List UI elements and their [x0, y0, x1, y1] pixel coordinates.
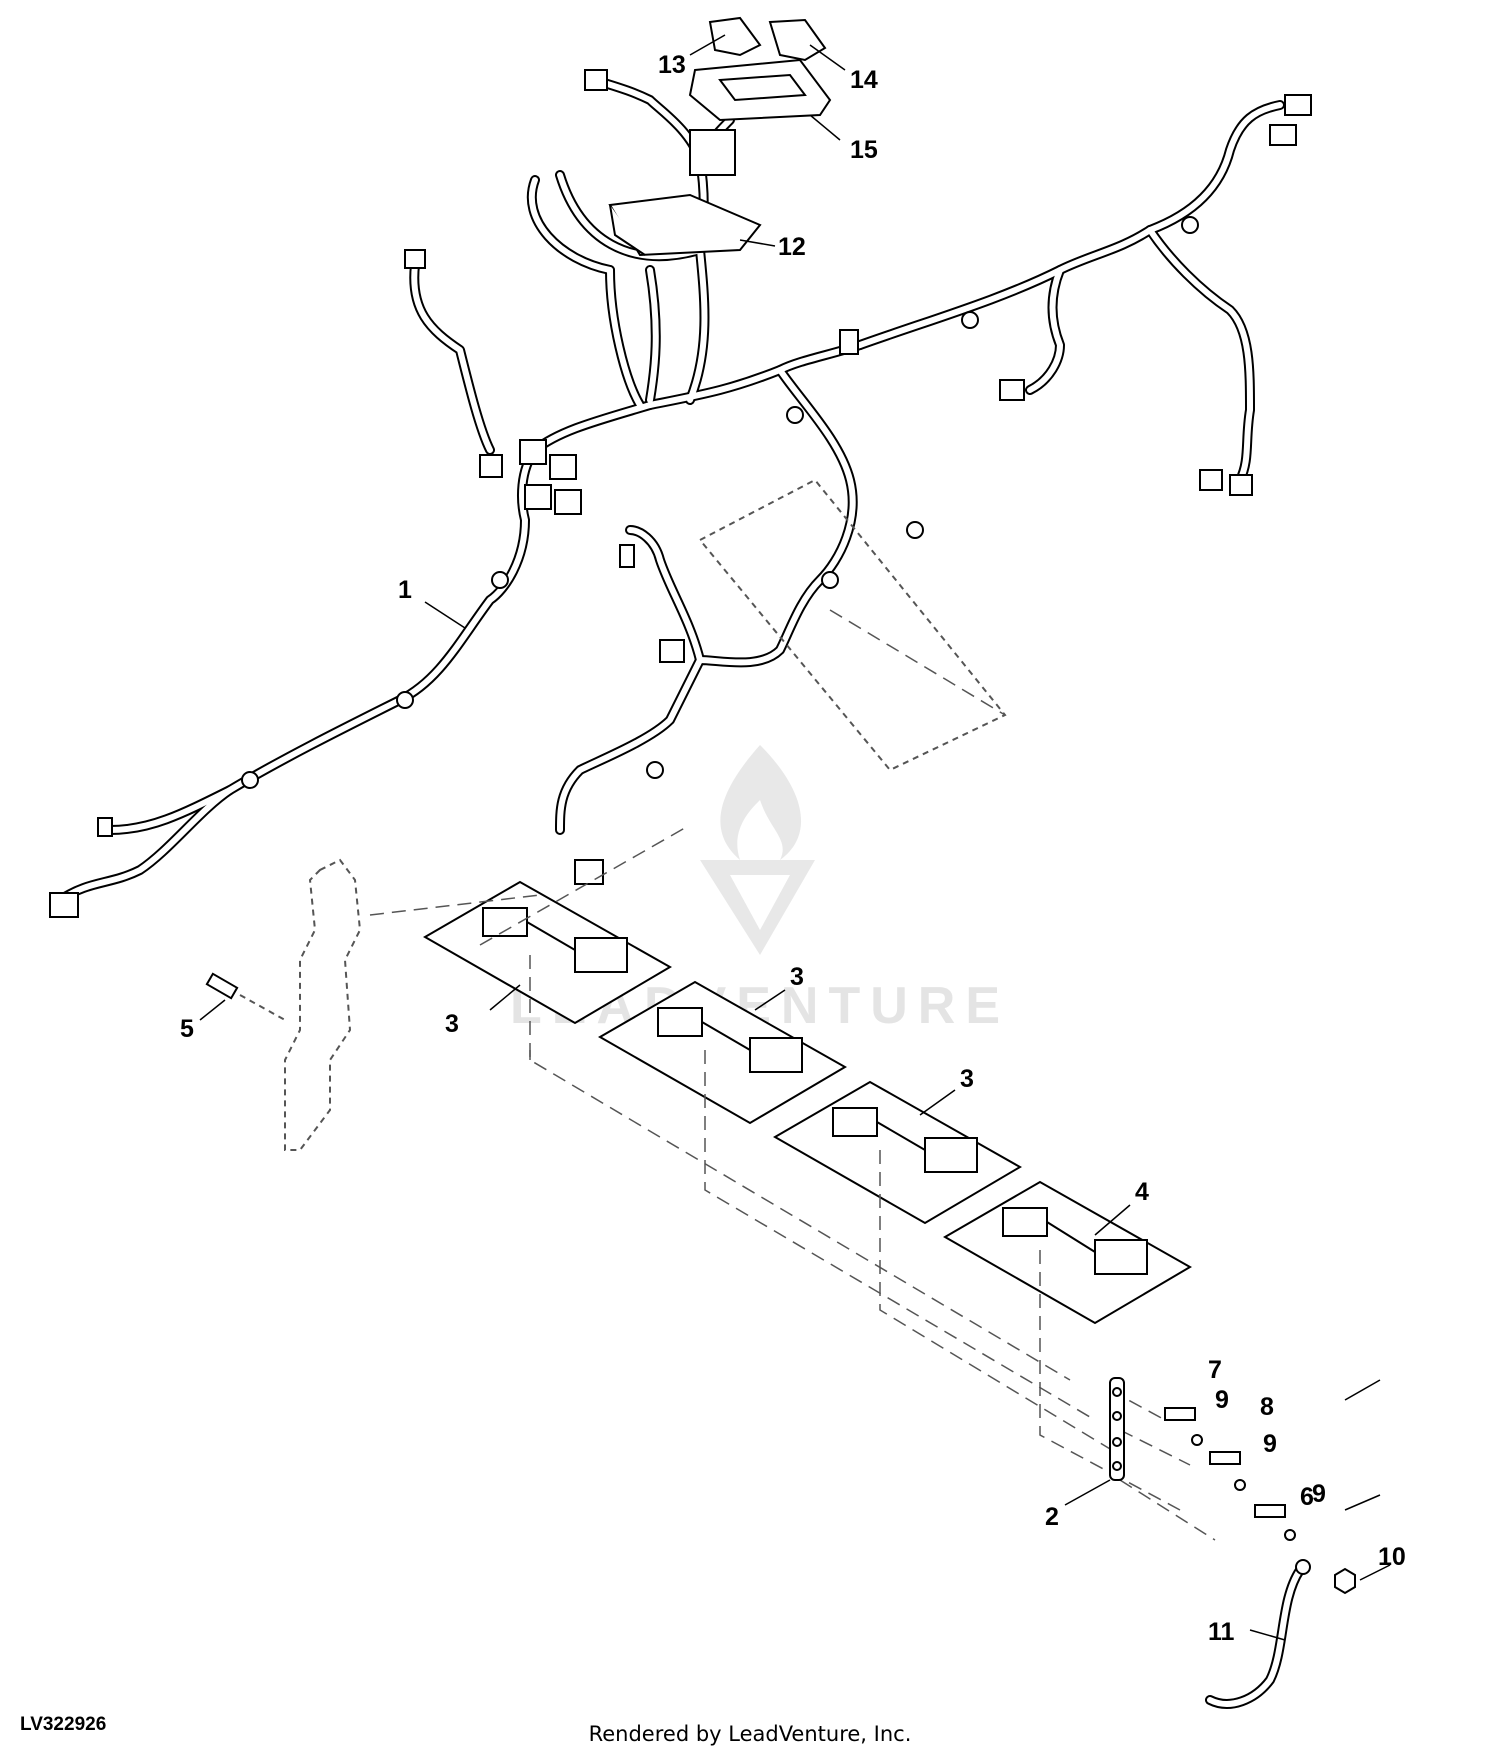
callout-6: 6: [1300, 1483, 1314, 1511]
callout-13: 13: [658, 51, 686, 79]
clip-icon: [646, 761, 664, 779]
harness-connectors: [49, 69, 1312, 918]
callout-7: 7: [1208, 1356, 1222, 1384]
ring-terminal-icon: [1295, 1559, 1311, 1575]
callout-3a: 3: [445, 1010, 459, 1038]
connector-icon: [839, 329, 859, 355]
connector-icon: [549, 454, 577, 480]
clip-icon: [1181, 216, 1199, 234]
callout-9c: 9: [1312, 1480, 1326, 1508]
connector-icon: [49, 892, 79, 918]
relay-box-12: [608, 129, 762, 257]
v-watermark-icon: [700, 860, 815, 955]
connector-icon: [554, 489, 582, 515]
callout-12: 12: [778, 233, 806, 261]
callout-9b: 9: [1263, 1430, 1277, 1458]
nut-icon: [1234, 1479, 1246, 1491]
callout-4: 4: [1135, 1178, 1149, 1206]
connector-icon: [519, 439, 547, 465]
connector-icon: [1269, 124, 1297, 146]
harness-clips: [241, 216, 1199, 789]
ground-cable-11-inner: [1207, 1567, 1303, 1707]
callout-3b: 3: [790, 963, 804, 991]
module-15: [688, 58, 832, 122]
connector-icon: [479, 454, 503, 478]
link-strip-6: [1254, 1504, 1286, 1518]
bolt-icon: [906, 521, 924, 539]
callout-3c: 3: [960, 1065, 974, 1093]
render-credit: Rendered by LeadVenture, Inc.: [588, 1722, 912, 1746]
connector-icon: [584, 69, 608, 91]
callout-2: 2: [1045, 1503, 1059, 1531]
callout-5: 5: [180, 1015, 194, 1043]
diagram-id: LV322926: [20, 1714, 107, 1735]
connector-icon: [999, 379, 1025, 401]
callout-labels: 1 2 3 3 3 3 4 5 6 7 8 9 9 9 10 11 12 13 …: [180, 51, 1406, 1646]
clip-icon: [821, 571, 839, 589]
connector-icon: [524, 484, 552, 510]
module-14: [768, 18, 827, 62]
connector-icon: [1284, 94, 1312, 116]
callout-9a: 9: [1215, 1386, 1229, 1414]
connector-icon: [659, 639, 685, 663]
fuse-assembly-3c: [772, 1080, 1022, 1225]
link-strips: [1164, 1407, 1296, 1541]
module-13: [708, 16, 762, 57]
dashed-leaders: [369, 609, 1216, 1541]
flame-watermark-icon: [720, 745, 802, 860]
callout-15: 15: [850, 136, 878, 164]
clip-icon: [786, 406, 804, 424]
clip-icon: [396, 691, 414, 709]
clip-icon: [961, 311, 979, 329]
connector-icon: [404, 249, 426, 269]
link-strip-8: [1209, 1451, 1241, 1465]
clip-icon: [491, 571, 509, 589]
callout-1: 1: [398, 576, 412, 604]
callout-8: 8: [1260, 1393, 1274, 1421]
callout-14: 14: [850, 66, 878, 94]
clip-icon: [241, 771, 259, 789]
link-strip-7: [1164, 1407, 1196, 1421]
nut-icon: [1191, 1434, 1203, 1446]
hex-nut-10-icon: [1334, 1567, 1356, 1595]
connector-icon: [1199, 469, 1223, 491]
fuse-assembly-4: [942, 1180, 1192, 1325]
connector-icon: [574, 859, 604, 885]
connector-icon: [97, 817, 113, 837]
fuse-assembly-3b: [597, 980, 847, 1125]
nut-icon: [1284, 1529, 1296, 1541]
connector-icon: [1229, 474, 1253, 496]
callout-11: 11: [1208, 1618, 1235, 1646]
callout-10: 10: [1378, 1543, 1406, 1571]
callout-leaders: [199, 34, 1391, 1641]
bus-bar-2: [1109, 1377, 1125, 1481]
connector-icon: [619, 544, 635, 568]
pin-5: [205, 972, 286, 1021]
